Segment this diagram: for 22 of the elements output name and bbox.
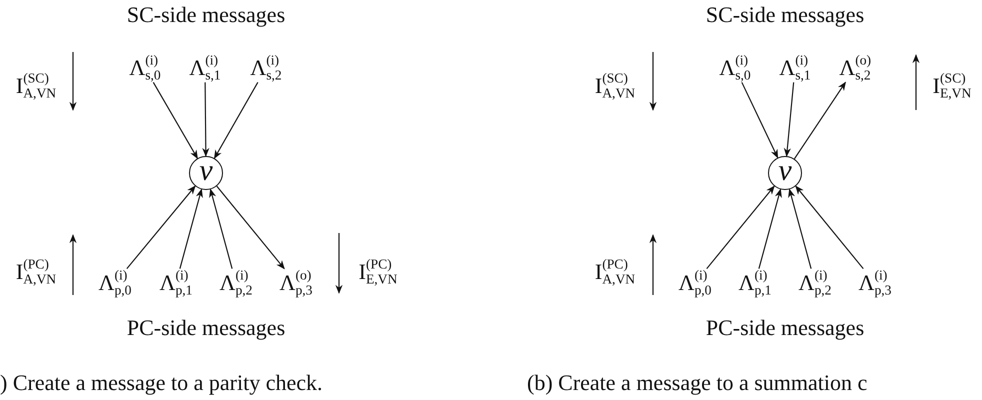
arrow bbox=[741, 82, 778, 158]
panel-heading: SC-side messages bbox=[706, 4, 864, 26]
caption: ) Create a message to a parity check. bbox=[0, 372, 323, 394]
variable-node: v bbox=[189, 156, 223, 190]
panel-heading: PC-side messages bbox=[706, 317, 864, 339]
arrow bbox=[202, 82, 210, 157]
arrow bbox=[795, 185, 864, 270]
arrow bbox=[214, 82, 258, 160]
arrow bbox=[216, 186, 285, 270]
arrow bbox=[788, 188, 812, 269]
arrow bbox=[152, 82, 198, 160]
arrow bbox=[794, 82, 846, 160]
variable-node: v bbox=[768, 156, 802, 190]
panel-heading: SC-side messages bbox=[126, 4, 286, 26]
arrow bbox=[209, 188, 233, 269]
arrow bbox=[706, 185, 775, 270]
caption: (b) Create a message to a summation c bbox=[527, 372, 868, 394]
arrow bbox=[179, 188, 203, 269]
arrow bbox=[126, 185, 196, 270]
arrow bbox=[758, 188, 782, 269]
panel-heading: PC-side messages bbox=[126, 317, 286, 339]
arrow bbox=[784, 82, 794, 157]
